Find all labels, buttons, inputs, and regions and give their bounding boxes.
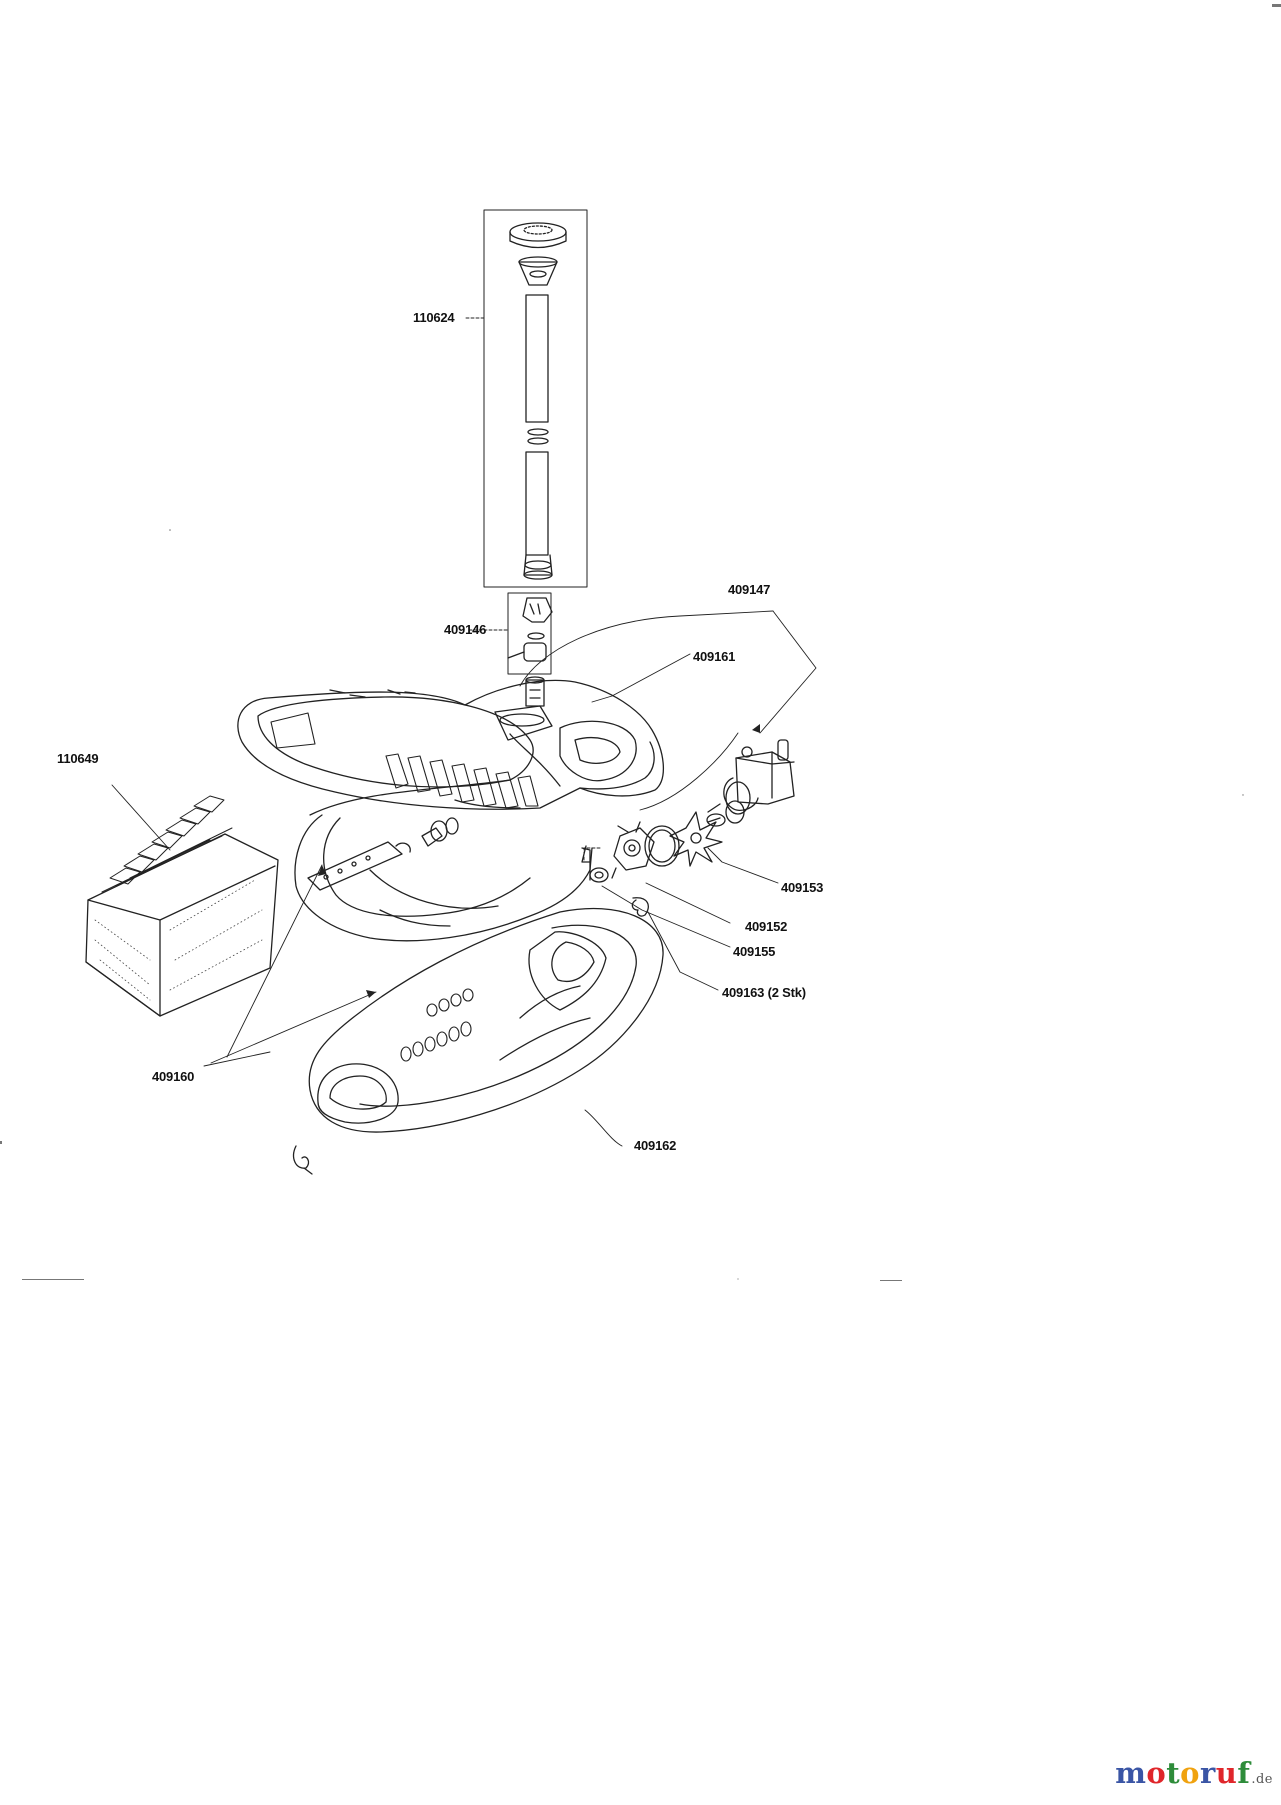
watermark-letter: r (1199, 1756, 1216, 1790)
label-409162: 409162 (634, 1138, 677, 1153)
label-409152: 409152 (745, 919, 788, 934)
foam-filter (85, 795, 279, 1017)
pump-motor-unit (706, 739, 795, 827)
watermark-letter: o (1146, 1756, 1167, 1790)
watermark-letter: t (1166, 1756, 1181, 1790)
watermark-letter: u (1215, 1756, 1238, 1790)
label-409146: 409146 (444, 622, 487, 637)
label-409153: 409153 (781, 880, 824, 895)
bottom-shell (292, 907, 664, 1175)
watermark-letter: f (1237, 1756, 1251, 1790)
label-409155: 409155 (733, 944, 776, 959)
label-110649: 110649 (57, 751, 99, 766)
connector-set (507, 592, 553, 707)
watermark-letter: m (1115, 1756, 1147, 1790)
leader-arrowheads (318, 724, 760, 998)
watermark-letter: o (1180, 1756, 1200, 1790)
riser-tube-assembly (483, 209, 588, 588)
label-110624: 110624 (413, 310, 455, 325)
label-409161: 409161 (693, 649, 736, 664)
motoruf-watermark: motoruf.de (1115, 1756, 1273, 1790)
label-409147: 409147 (728, 582, 771, 597)
impeller-assembly (581, 811, 723, 917)
watermark-wordmark: motoruf (1115, 1756, 1250, 1790)
scan-marks (0, 4, 1281, 1281)
inlet-manifold (307, 817, 459, 891)
label-409163: 409163 (2 Stk) (722, 985, 806, 1000)
leader-lines (111, 317, 817, 1147)
label-409160: 409160 (152, 1069, 195, 1084)
watermark-tld: .de (1251, 1772, 1273, 1787)
filter-housing (294, 814, 593, 942)
upper-lid (237, 679, 665, 816)
